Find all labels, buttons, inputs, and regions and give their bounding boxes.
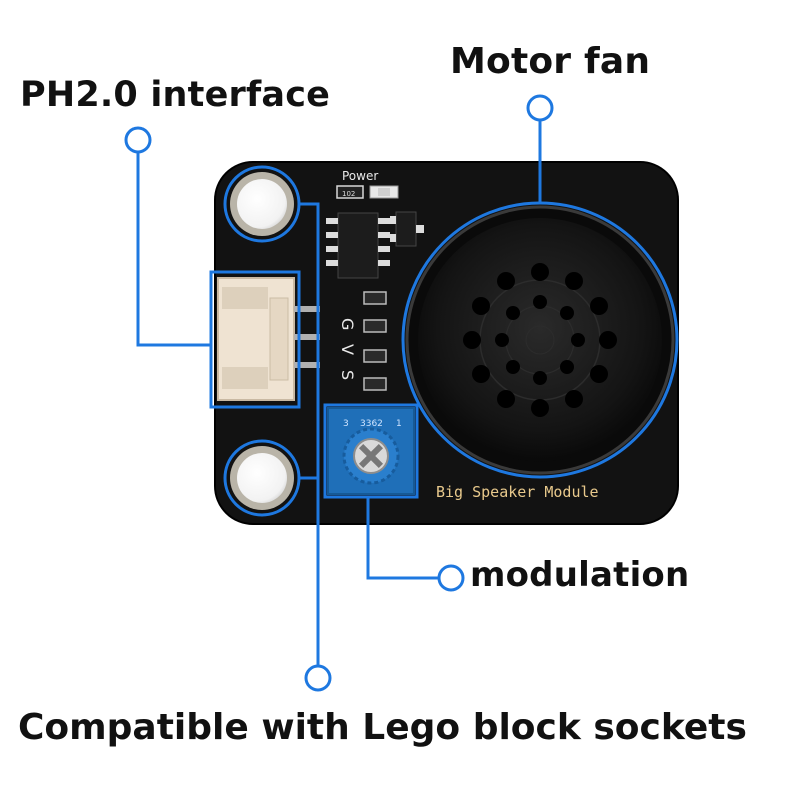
ph2-leader-line [136,153,211,347]
speaker-grille-holes [463,263,617,417]
pot-pin-3-label: 3 [343,419,349,429]
motor-leader-dot [526,94,554,122]
lego-compatible-label: Compatible with Lego block sockets [18,707,747,748]
speaker [405,205,675,475]
ph2-highlight-box [209,270,301,409]
ph2-connector [217,277,320,401]
modulation-leader-line [366,497,438,580]
mount-hole-top [230,172,294,236]
pot-pin-1-label: 1 [396,419,402,429]
pot-code-label: 3362 [360,419,383,429]
leader-dots [124,94,554,692]
potentiometer: 3 3362 1 [327,407,415,495]
power-led [369,185,399,199]
motor-fan-label: Motor fan [450,41,651,82]
resistor-code: 102 [342,190,355,198]
power-resistor: 102 [336,185,364,199]
modulation-label: modulation [470,555,690,595]
ph2-leader-dot [124,126,152,154]
amplifier-ic [326,212,390,279]
ph2-interface-label: PH2.0 interface [20,75,331,115]
modulation-leader-dot [437,564,465,592]
module-name-silk: Big Speaker Module [436,483,599,501]
lego-leader-line-top [299,202,320,665]
transistor [390,211,424,247]
lego-leader-dot [304,664,332,692]
pot-highlight-box [323,403,419,499]
leader-lines [136,120,542,665]
mount-hole-bottom [230,446,294,510]
power-silk-label: Power [342,169,378,183]
pin-label-s: S [338,370,357,380]
smd-components [363,291,387,391]
pin-label-v: V [338,344,357,355]
pin-label-g: G [338,318,357,330]
